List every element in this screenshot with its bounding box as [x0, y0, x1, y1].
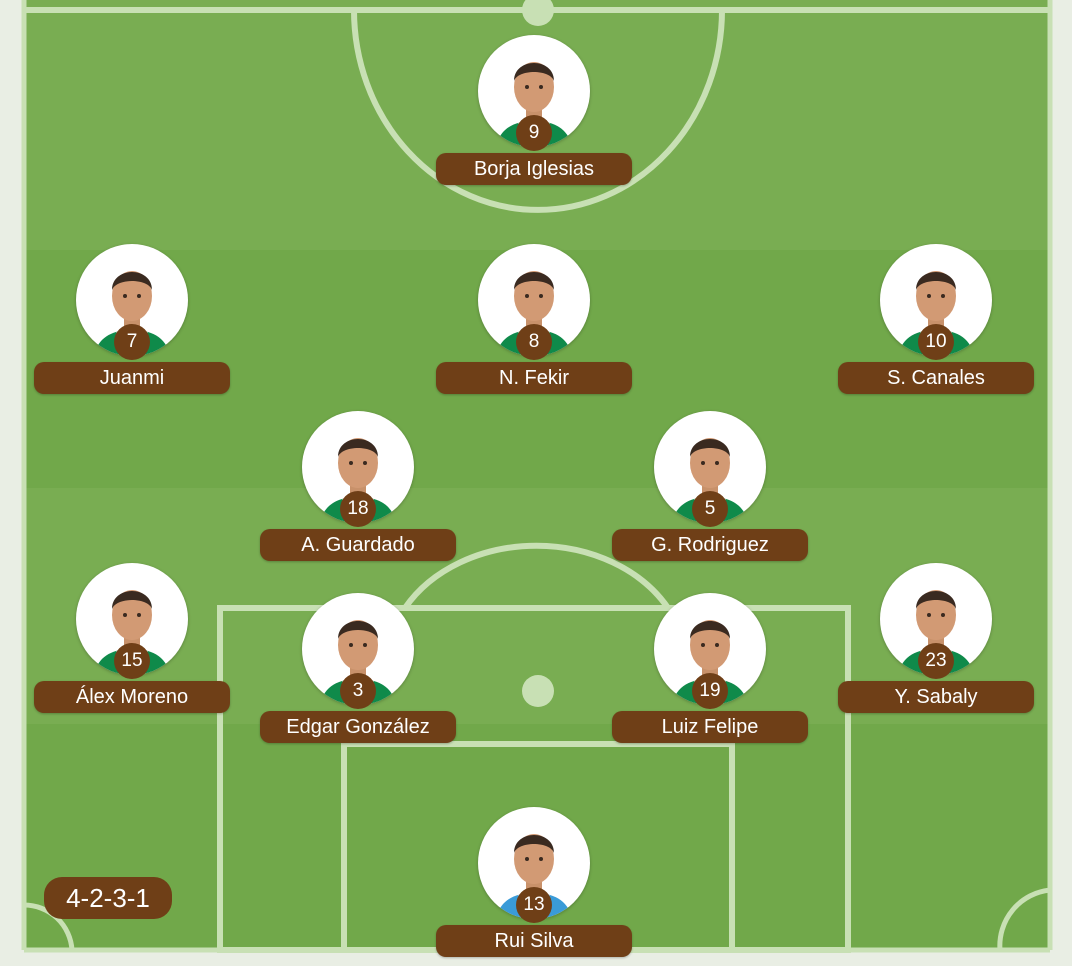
shirt-number: 19: [692, 673, 728, 709]
shirt-number: 8: [516, 324, 552, 360]
shirt-number: 10: [918, 324, 954, 360]
shirt-number: 18: [340, 491, 376, 527]
player-name: N. Fekir: [436, 362, 632, 394]
player-name: Y. Sabaly: [838, 681, 1034, 713]
player-name: Luiz Felipe: [612, 711, 808, 743]
shirt-number: 23: [918, 643, 954, 679]
shirt-number: 15: [114, 643, 150, 679]
shirt-number: 3: [340, 673, 376, 709]
player-name: Borja Iglesias: [436, 153, 632, 185]
player-name: Álex Moreno: [34, 681, 230, 713]
player-name: Juanmi: [34, 362, 230, 394]
player-name: Rui Silva: [436, 925, 632, 957]
player-name: S. Canales: [838, 362, 1034, 394]
shirt-number: 13: [516, 887, 552, 923]
formation-badge: 4-2-3-1: [44, 877, 172, 919]
shirt-number: 9: [516, 115, 552, 151]
shirt-number: 5: [692, 491, 728, 527]
player-name: Edgar González: [260, 711, 456, 743]
player-name: A. Guardado: [260, 529, 456, 561]
shirt-number: 7: [114, 324, 150, 360]
player-name: G. Rodriguez: [612, 529, 808, 561]
